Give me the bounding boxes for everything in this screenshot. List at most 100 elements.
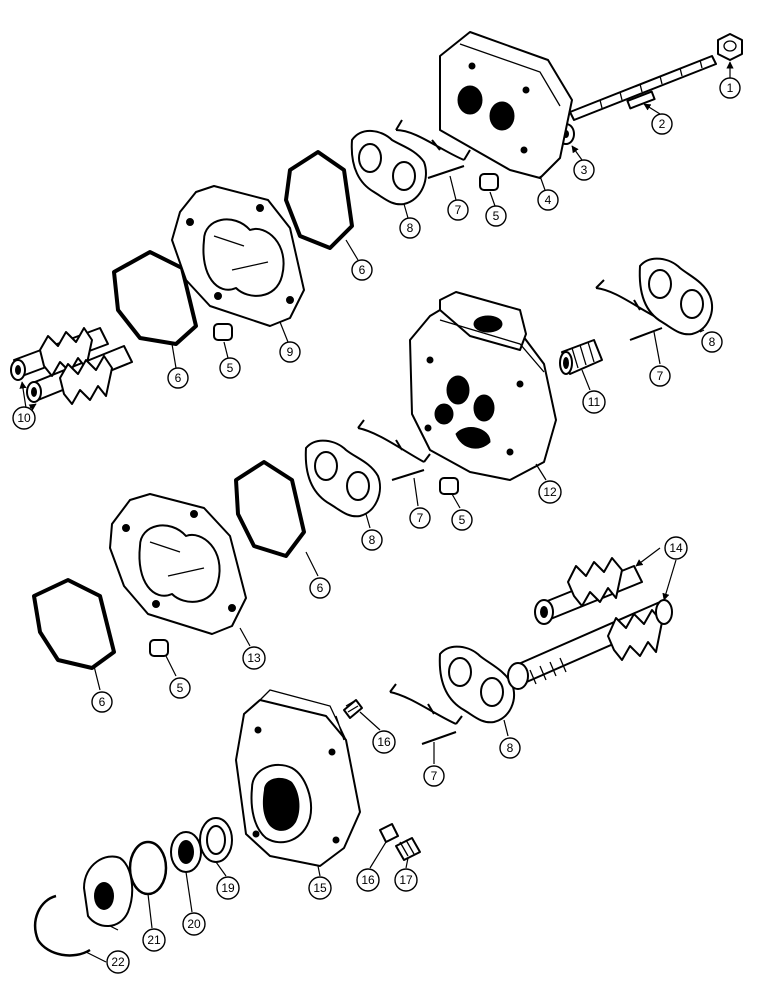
svg-text:21: 21: [147, 933, 161, 947]
callout-16-b: 16: [356, 868, 380, 892]
callout-2: 2: [651, 113, 673, 135]
svg-text:6: 6: [99, 695, 106, 709]
part-dowel-2: [213, 323, 233, 341]
svg-text:12: 12: [543, 485, 557, 499]
callout-8-a: 8: [399, 217, 421, 239]
svg-text:11: 11: [588, 395, 601, 409]
callout-5-b: 5: [219, 357, 241, 379]
svg-text:19: 19: [221, 881, 235, 895]
svg-text:7: 7: [455, 203, 462, 217]
callout-16-a: 16: [372, 730, 396, 754]
part-retainer-1: [395, 119, 471, 179]
svg-text:2: 2: [659, 117, 666, 131]
callout-6-a: 6: [351, 259, 373, 281]
svg-text:8: 8: [407, 221, 414, 235]
part-dowel-1: [479, 173, 499, 191]
part-gear-housing-upper: [171, 185, 305, 327]
part-nut: [717, 33, 743, 61]
part-dowel-3: [439, 477, 459, 495]
svg-text:8: 8: [709, 335, 716, 349]
svg-text:7: 7: [431, 769, 438, 783]
svg-text:14: 14: [669, 541, 683, 555]
callout-5-c: 5: [451, 509, 473, 531]
svg-text:16: 16: [377, 735, 391, 749]
svg-text:9: 9: [287, 345, 294, 359]
part-shaft-seal-outer: [199, 817, 233, 863]
part-gear-set-upper: [10, 327, 133, 405]
callout-6-b: 6: [167, 367, 189, 389]
svg-text:17: 17: [399, 873, 413, 887]
svg-text:1: 1: [727, 81, 734, 95]
part-seal-1: [284, 150, 354, 250]
callout-7-c: 7: [409, 507, 431, 529]
svg-text:16: 16: [361, 873, 375, 887]
part-stud: [569, 55, 717, 121]
part-fitting: [395, 837, 421, 861]
svg-text:6: 6: [175, 371, 182, 385]
part-seal-3: [234, 460, 306, 558]
callout-8-c: 8: [361, 529, 383, 551]
part-seal-2: [112, 250, 198, 346]
callout-11: 11: [582, 390, 606, 414]
callout-22: 22: [106, 950, 130, 974]
callout-7-d: 7: [423, 765, 445, 787]
svg-text:20: 20: [187, 917, 201, 931]
svg-text:15: 15: [313, 881, 327, 895]
callout-14: 14: [664, 536, 688, 560]
part-shaft-seal-inner: [170, 831, 202, 873]
part-front-housing: [235, 689, 361, 867]
callout-3: 3: [573, 159, 595, 181]
svg-text:6: 6: [317, 581, 324, 595]
callout-1: 1: [719, 77, 741, 99]
part-center-section: [409, 291, 557, 481]
svg-text:7: 7: [417, 511, 424, 525]
svg-text:5: 5: [227, 361, 234, 375]
callout-6-d: 6: [91, 691, 113, 713]
part-plug-2: [379, 823, 399, 843]
callout-13: 13: [242, 646, 266, 670]
svg-text:10: 10: [17, 411, 31, 425]
part-retainer-3: [357, 419, 431, 481]
svg-text:13: 13: [247, 651, 261, 665]
callout-8-d: 8: [499, 737, 521, 759]
svg-text:8: 8: [507, 741, 514, 755]
part-wear-plate-1: [350, 130, 427, 206]
part-wear-plate-4: [438, 645, 515, 724]
svg-text:3: 3: [581, 163, 588, 177]
svg-text:5: 5: [459, 513, 466, 527]
part-retainer-4: [389, 683, 463, 745]
callout-9: 9: [279, 341, 301, 363]
part-drive-gear-set: [507, 557, 673, 690]
svg-text:4: 4: [545, 193, 552, 207]
svg-text:5: 5: [177, 681, 184, 695]
callout-4: 4: [537, 189, 559, 211]
callout-19: 19: [216, 876, 240, 900]
part-wear-plate-2: [638, 257, 713, 336]
svg-text:6: 6: [359, 263, 366, 277]
callout-20: 20: [182, 912, 206, 936]
callout-12: 12: [538, 480, 562, 504]
part-seal-retainer: [83, 855, 134, 927]
part-coupling-sleeve: [559, 339, 603, 375]
part-snap-ring: [33, 894, 91, 957]
callout-5-a: 5: [485, 205, 507, 227]
part-end-cover: [439, 31, 573, 179]
svg-text:8: 8: [369, 533, 376, 547]
callout-5-d: 5: [169, 677, 191, 699]
part-wear-plate-3: [304, 439, 381, 518]
callout-15: 15: [308, 876, 332, 900]
part-retainer-2: [595, 279, 669, 341]
callout-7-a: 7: [447, 199, 469, 221]
svg-text:22: 22: [111, 955, 125, 969]
part-gear-housing-lower: [109, 493, 247, 635]
svg-text:5: 5: [493, 209, 500, 223]
part-seal-4: [32, 578, 116, 670]
leader-lines: [19, 61, 734, 963]
part-o-ring: [128, 840, 168, 896]
callout-10: 10: [12, 406, 36, 430]
callout-6-c: 6: [309, 577, 331, 599]
callout-21: 21: [142, 928, 166, 952]
part-dowel-4: [149, 639, 169, 657]
part-plug-1: [343, 699, 363, 719]
